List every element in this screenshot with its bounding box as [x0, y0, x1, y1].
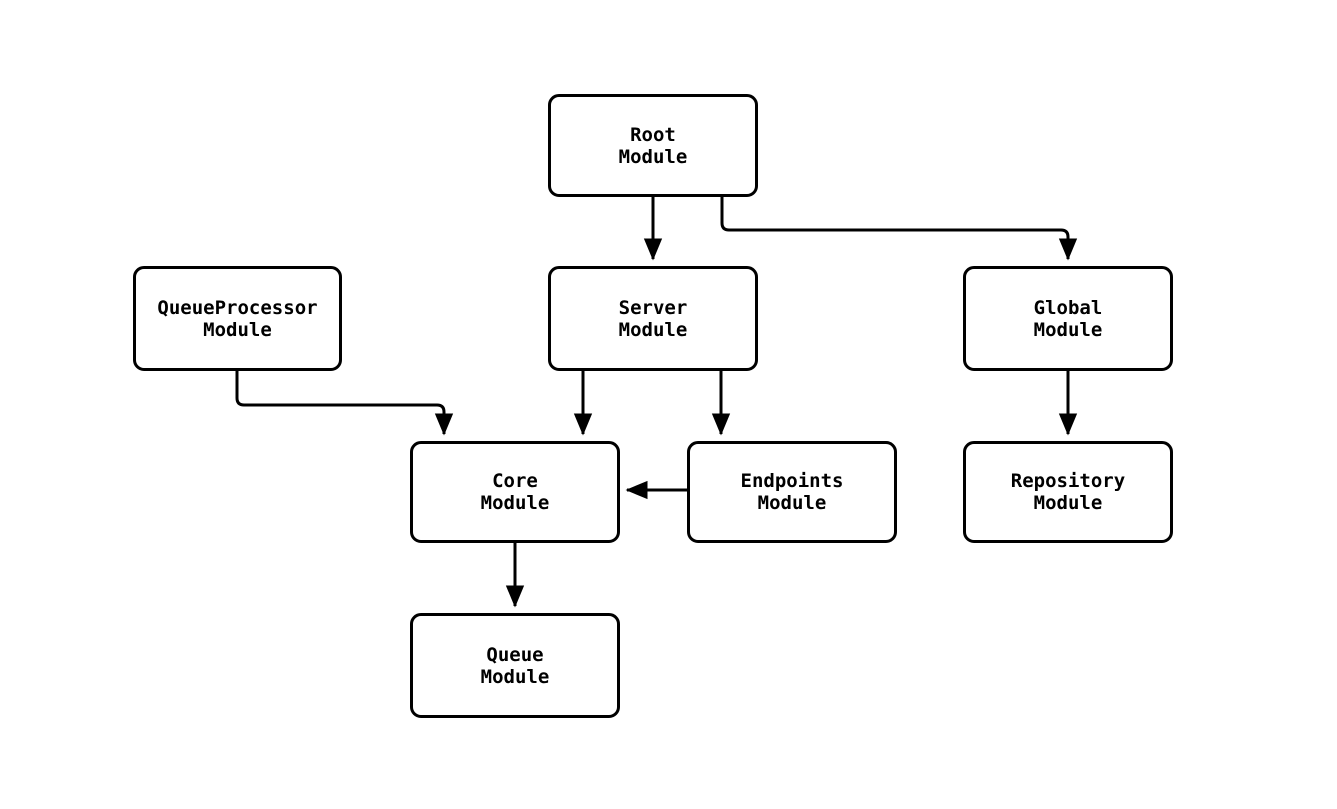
- edge-root-to-global: [720, 197, 1078, 261]
- node-global-module-label-line2: Module: [1033, 318, 1103, 341]
- node-repository-module-label-line2: Module: [1033, 492, 1103, 514]
- node-repository-module[interactable]: Repository Module: [963, 441, 1173, 543]
- node-queueprocessor-module-label-line1: QueueProcessor: [157, 296, 318, 319]
- node-root-module[interactable]: Root Module: [548, 94, 758, 197]
- node-queue-module[interactable]: Queue Module: [410, 613, 620, 718]
- node-queue-module-label-line1: Queue: [486, 643, 544, 666]
- node-queueprocessor-module-label-line2: Module: [203, 318, 272, 341]
- edge-queueprocessor-to-core: [235, 371, 454, 436]
- node-root-module-label-line2: Module: [618, 145, 688, 168]
- node-core-module[interactable]: Core Module: [410, 441, 620, 543]
- node-queueprocessor-module[interactable]: QueueProcessor Module: [133, 266, 342, 371]
- node-endpoints-module-label-line2: Module: [757, 492, 827, 514]
- node-endpoints-module[interactable]: Endpoints Module: [687, 441, 897, 543]
- node-server-module-label-line2: Module: [618, 318, 688, 341]
- node-server-module-label-line1: Server: [618, 296, 688, 319]
- node-server-module[interactable]: Server Module: [548, 266, 758, 371]
- node-core-module-label-line2: Module: [480, 492, 550, 514]
- node-core-module-label-line1: Core: [492, 470, 538, 492]
- node-root-module-label-line1: Root: [630, 123, 676, 146]
- node-endpoints-module-label-line1: Endpoints: [740, 470, 844, 492]
- node-queue-module-label-line2: Module: [480, 665, 550, 688]
- node-global-module[interactable]: Global Module: [963, 266, 1173, 371]
- node-global-module-label-line1: Global: [1033, 296, 1103, 319]
- node-repository-module-label-line1: Repository: [1010, 470, 1126, 492]
